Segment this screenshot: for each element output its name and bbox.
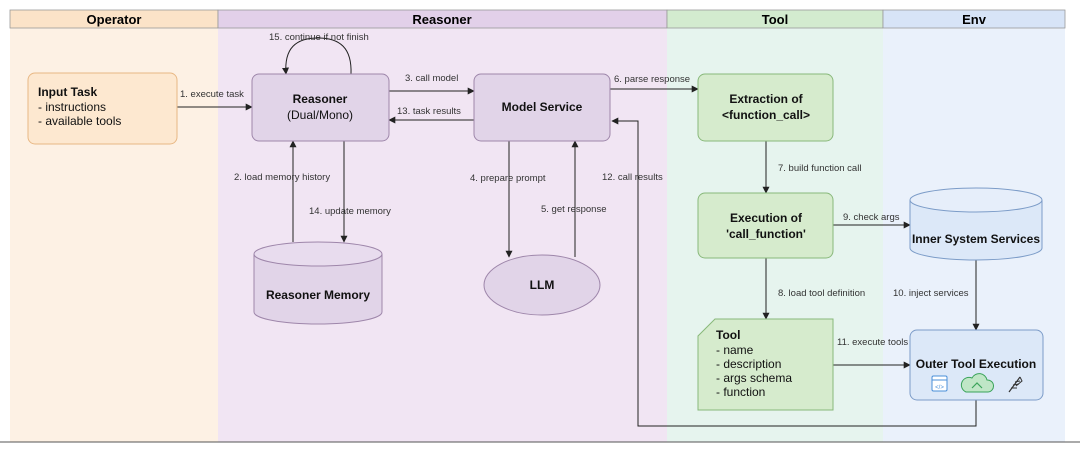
label-inject-services: 10. inject services — [893, 288, 969, 299]
llm-title: LLM — [530, 278, 555, 292]
model-service-node[interactable]: Model Service — [473, 73, 611, 142]
reasoner-memory-title: Reasoner Memory — [266, 288, 370, 302]
inner-system-services-node[interactable]: Inner System Services — [909, 187, 1043, 261]
input-task-line-1: - instructions — [38, 100, 106, 114]
execution-node[interactable]: Execution of 'call_function' — [697, 192, 834, 259]
execution-line-2: 'call_function' — [726, 227, 806, 241]
label-load-tool-definition: 8. load tool definition — [778, 288, 865, 299]
extraction-node[interactable]: Extraction of <function_call> — [697, 73, 834, 142]
svg-text:</>: </> — [935, 385, 944, 391]
execution-line-1: Execution of — [730, 211, 803, 225]
model-service-title: Model Service — [502, 100, 583, 114]
lane-tool-title: Tool — [762, 12, 788, 27]
label-task-results: 13. task results — [397, 106, 461, 117]
tool-doc-line-3: - args schema — [716, 371, 792, 385]
lane-reasoner-title: Reasoner — [412, 12, 471, 27]
label-build-function-call: 7. build function call — [778, 163, 861, 174]
label-check-args: 9. check args — [843, 212, 900, 223]
label-call-results: 12. call results — [602, 172, 663, 183]
outer-tool-execution-title: Outer Tool Execution — [916, 357, 1036, 371]
feather-icon — [1008, 376, 1023, 393]
lane-env-title: Env — [962, 12, 987, 27]
reasoner-memory-node[interactable]: Reasoner Memory — [253, 241, 383, 325]
label-call-model: 3. call model — [405, 73, 458, 84]
extraction-line-1: Extraction of — [729, 92, 803, 106]
edge-labels: 1. execute task 3. call model 13. task r… — [180, 32, 969, 348]
inner-system-services-title: Inner System Services — [912, 232, 1040, 246]
label-load-memory: 2. load memory history — [234, 172, 330, 183]
reasoner-title: Reasoner — [293, 92, 348, 106]
label-execute-task: 1. execute task — [180, 89, 244, 100]
edges — [177, 37, 980, 427]
outer-tool-execution-node[interactable]: Outer Tool Execution </> — [909, 329, 1044, 401]
label-continue: 15. continue if not finish — [269, 32, 369, 43]
cloud-icon — [960, 373, 994, 393]
input-task-title: Input Task — [38, 85, 97, 99]
reasoner-node[interactable]: Reasoner (Dual/Mono) — [251, 73, 390, 142]
code-window-icon: </> — [931, 375, 948, 392]
tool-doc-line-4: - function — [716, 385, 765, 399]
input-task-node[interactable]: Input Task - instructions - available to… — [27, 72, 178, 145]
label-parse-response: 6. parse response — [614, 74, 690, 85]
label-get-response: 5. get response — [541, 204, 607, 215]
label-execute-tools: 11. execute tools — [837, 337, 908, 348]
tool-definition-node[interactable]: Tool - name - description - args schema … — [697, 318, 834, 411]
tool-doc-line-1: - name — [716, 343, 754, 357]
label-update-memory: 14. update memory — [309, 206, 391, 217]
edge-call-results — [611, 117, 977, 427]
edge-continue-loop — [282, 37, 352, 75]
tool-doc-line-2: - description — [716, 357, 781, 371]
extraction-line-2: <function_call> — [722, 108, 810, 122]
llm-node[interactable]: LLM — [483, 254, 601, 316]
reasoner-subtitle: (Dual/Mono) — [287, 108, 353, 122]
input-task-line-2: - available tools — [38, 114, 121, 128]
lane-operator-title: Operator — [87, 12, 142, 27]
tool-doc-title: Tool — [716, 328, 740, 342]
label-prepare-prompt: 4. prepare prompt — [470, 173, 546, 184]
